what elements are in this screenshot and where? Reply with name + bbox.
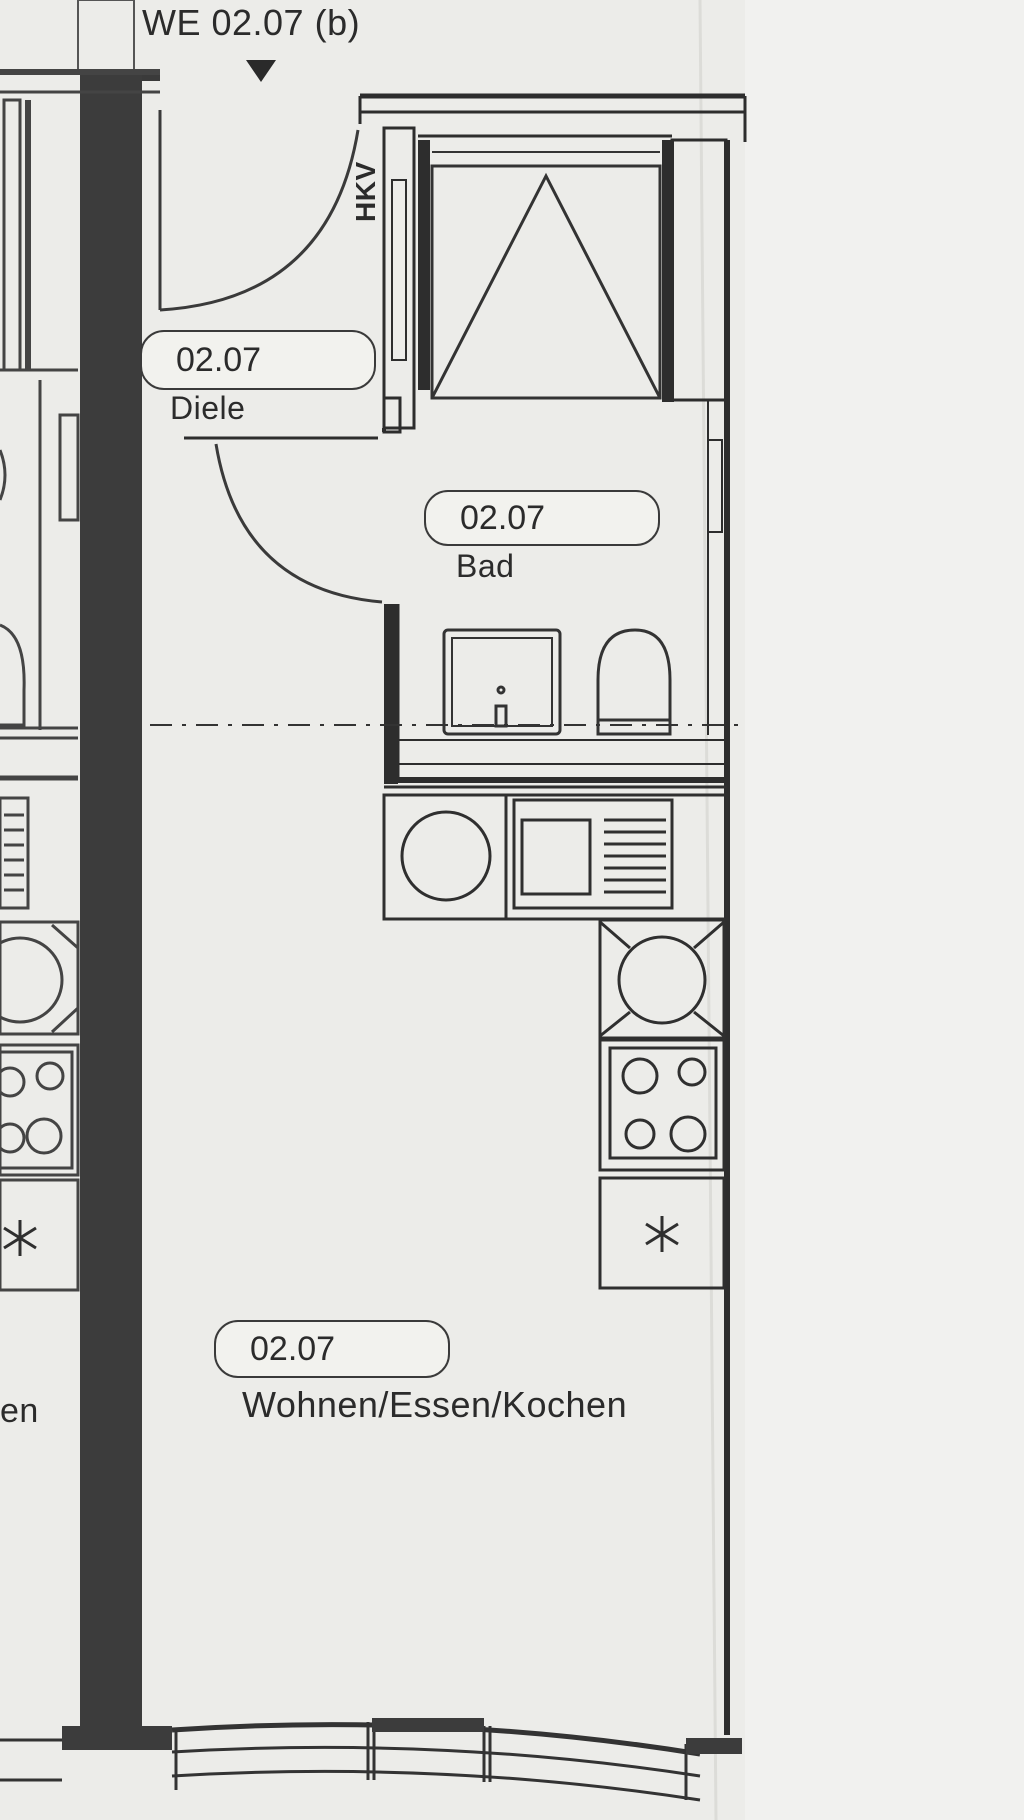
down-triangle-icon: [246, 60, 276, 82]
kitchen-counter: [382, 785, 729, 921]
neighbor-snowflake-icon: [3, 1220, 37, 1256]
paper-edge: [698, 0, 1024, 1820]
toilet-icon: [596, 628, 672, 736]
living-room-number: 02.07: [214, 1320, 450, 1378]
hall-room-number: 02.07: [140, 330, 376, 390]
round-sink-icon: [400, 810, 492, 902]
kitchen-sink-icon: [512, 798, 674, 910]
bath-door-swing: [214, 443, 383, 604]
entrance-door: [142, 75, 360, 312]
neighbor-label-fragment: en: [0, 1392, 39, 1430]
shower-tray-icon: [430, 151, 662, 400]
living-room-name: Wohnen/Essen/Kochen: [242, 1384, 628, 1425]
unit-title: WE 02.07 (b): [142, 2, 361, 43]
bath-walls: [184, 93, 747, 1735]
four-burner-cooktop-icon: [621, 1057, 707, 1153]
bath-room-number: 02.07: [424, 490, 660, 546]
facade-windows: [0, 1718, 742, 1802]
kitchen-right-column: [598, 918, 726, 1290]
neighbor-unit: [0, 69, 160, 1782]
radiator-label: HKV: [350, 161, 381, 222]
bath-room-name: Bad: [456, 548, 515, 584]
snowflake-icon: [645, 1216, 679, 1252]
party-wall-top: [77, 0, 135, 71]
hall-room-name: Diele: [170, 390, 246, 426]
washbasin-icon: [442, 628, 562, 736]
party-wall: [80, 70, 142, 1730]
